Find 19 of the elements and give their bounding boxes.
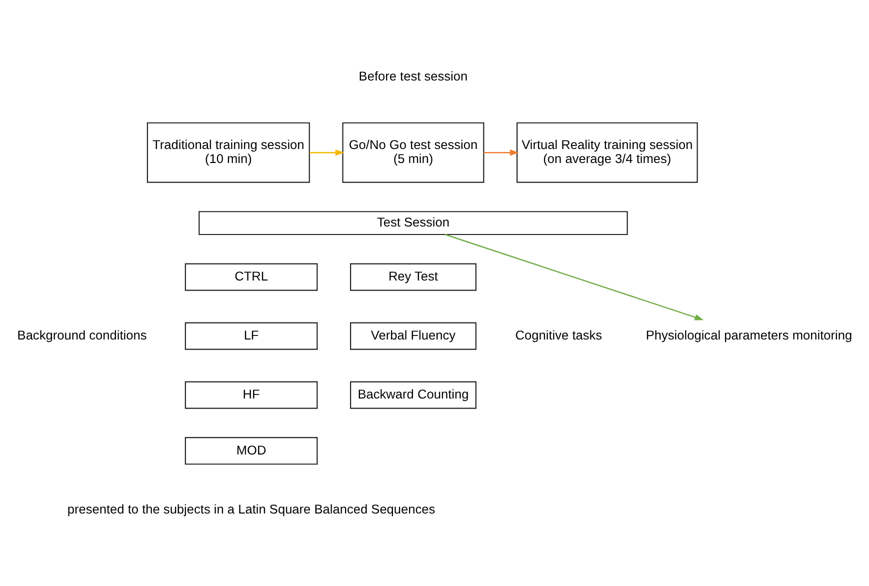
node-box: Verbal Fluency (350, 322, 476, 350)
label: Background conditions (17, 326, 147, 342)
node-text: Physiological parameters monitoring (646, 326, 852, 342)
arrow (484, 148, 519, 156)
label: presented to the subjects in a Latin Square Balanced Sequences (67, 500, 436, 516)
node-box: Rey Test (350, 262, 476, 290)
node-box: Backward Counting (350, 380, 476, 408)
label: Cognitive tasks (515, 326, 602, 342)
node-box: CTRL (184, 262, 318, 290)
node-box: MOD (184, 436, 318, 464)
arrow (310, 148, 344, 156)
node-box: Go/No Go test session (5 min) (342, 122, 484, 182)
node-box: Test Session (198, 210, 628, 235)
node-box: HF (184, 380, 318, 408)
arrow (444, 233, 704, 320)
node-box: Traditional training session (10 min) (146, 122, 310, 182)
label: Before test session (358, 68, 468, 84)
node-box: LF (184, 322, 318, 350)
node-box: Virtual Reality training session (on average 3/4 times) (516, 122, 698, 182)
